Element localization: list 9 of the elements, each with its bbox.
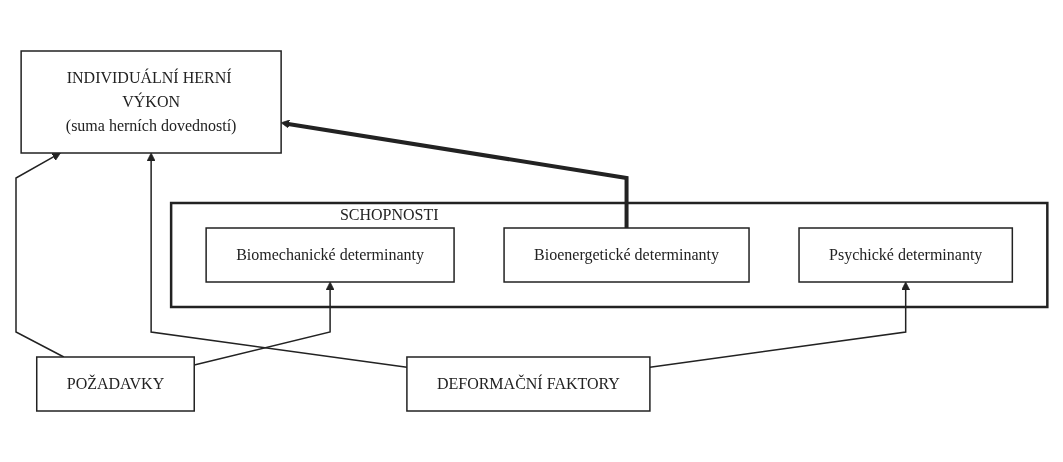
- node-box: DEFORMAČNÍ FAKTORY: [406, 356, 651, 412]
- node-box: Psychické determinanty: [798, 227, 1013, 283]
- arrow: [15, 152, 65, 358]
- node-box: Bioenergetické determinanty: [503, 227, 750, 283]
- node-box: INDIVIDUÁLNÍ HERNÍ VÝKON (suma herních dovedností): [20, 50, 282, 154]
- node-box: Biomechanické determinanty: [205, 227, 455, 283]
- arrow: [280, 119, 629, 228]
- node-box: POŽADAVKY: [35, 356, 195, 412]
- arrow: [649, 281, 910, 368]
